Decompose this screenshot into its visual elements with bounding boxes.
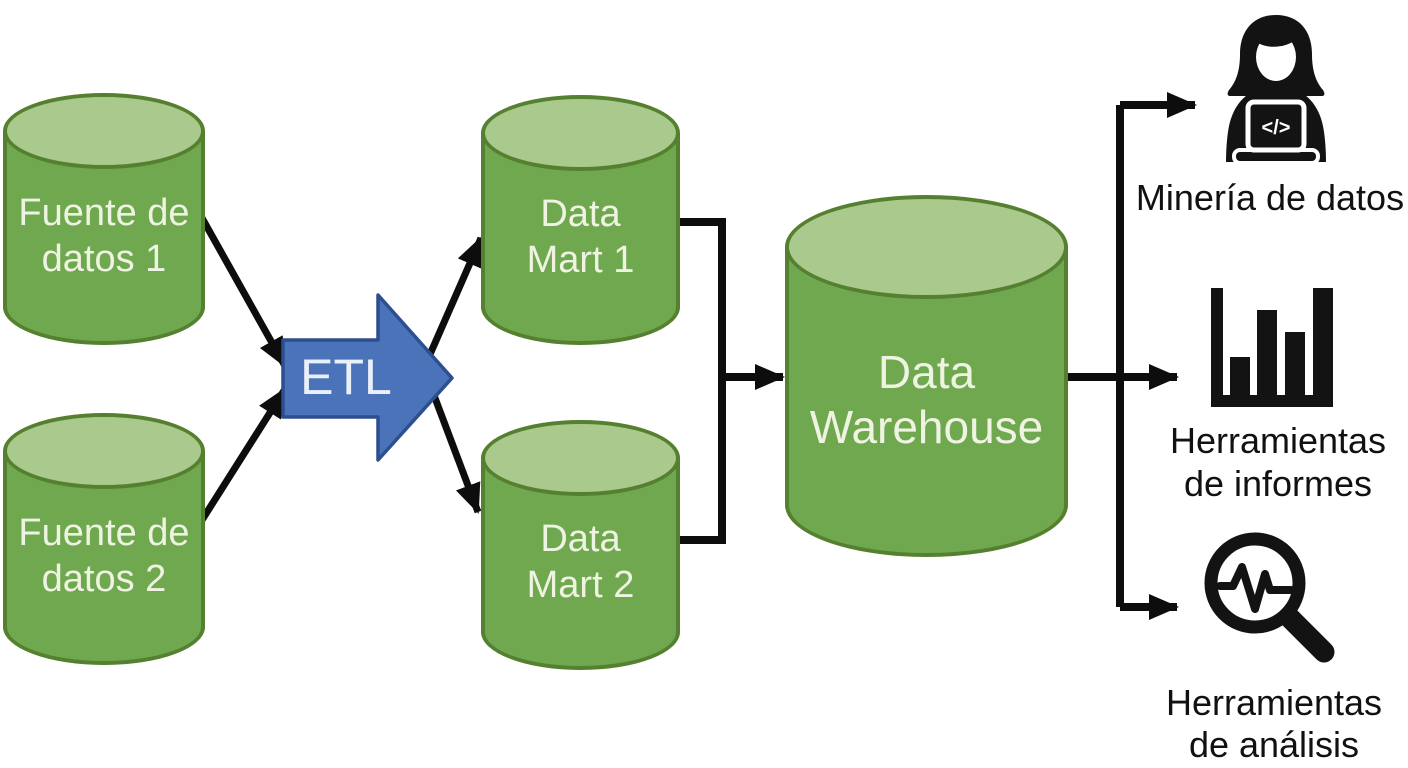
label-line: Fuente de: [18, 192, 190, 234]
output-reporting-label: Herramientas de informes: [1143, 419, 1408, 505]
label-line: datos 1: [41, 238, 167, 280]
node-source2: Fuente de datos 2: [3, 413, 205, 665]
label-line: Herramientas: [1165, 682, 1383, 723]
cylinder-top: [785, 195, 1068, 299]
label-line: Mart 2: [526, 564, 635, 606]
label-line: Data: [540, 193, 621, 235]
output-analysis-label: Herramientas de análisis: [1139, 682, 1408, 766]
label-line: datos 2: [41, 558, 167, 600]
label-line: Mart 1: [526, 239, 635, 281]
data-analyst-icon: </>: [1226, 15, 1326, 165]
etl-label: ETL: [300, 349, 392, 405]
output-mining-label: Minería de datos: [1135, 177, 1405, 218]
node-warehouse: Data Warehouse: [785, 195, 1068, 557]
node-source2-label: Fuente de datos 2: [18, 510, 189, 602]
bar-chart-icon: [1211, 288, 1333, 407]
cylinder-top: [3, 93, 205, 169]
node-mart1-label: Data Mart 1: [527, 191, 635, 283]
label-line: Herramientas: [1169, 420, 1387, 461]
cylinder-top: [481, 420, 680, 496]
etl-block-arrow: [281, 293, 454, 462]
label-line: Data: [540, 518, 621, 560]
node-mart2: Data Mart 2: [481, 420, 680, 670]
code-glyph: </>: [1262, 117, 1291, 139]
label-line: Fuente de: [18, 512, 190, 554]
cylinder-top: [3, 413, 205, 489]
arrow-source1-to-etl: [198, 216, 289, 368]
node-source1: Fuente de datos 1: [3, 93, 205, 345]
cylinder-top: [481, 95, 680, 171]
label-line: Data: [877, 346, 976, 398]
label-line: de informes: [1183, 463, 1373, 504]
node-mart2-label: Data Mart 2: [527, 516, 635, 608]
node-mart1: Data Mart 1: [481, 95, 680, 345]
connector-marts-junction: [678, 218, 726, 544]
label-line: Warehouse: [809, 401, 1044, 453]
arrow-source2-to-etl: [199, 387, 288, 522]
node-source1-label: Fuente de datos 1: [18, 190, 189, 282]
magnifier-pulse-icon: [1204, 532, 1335, 663]
label-line: de análisis: [1188, 724, 1360, 765]
node-warehouse-label: Data Warehouse: [810, 345, 1044, 455]
